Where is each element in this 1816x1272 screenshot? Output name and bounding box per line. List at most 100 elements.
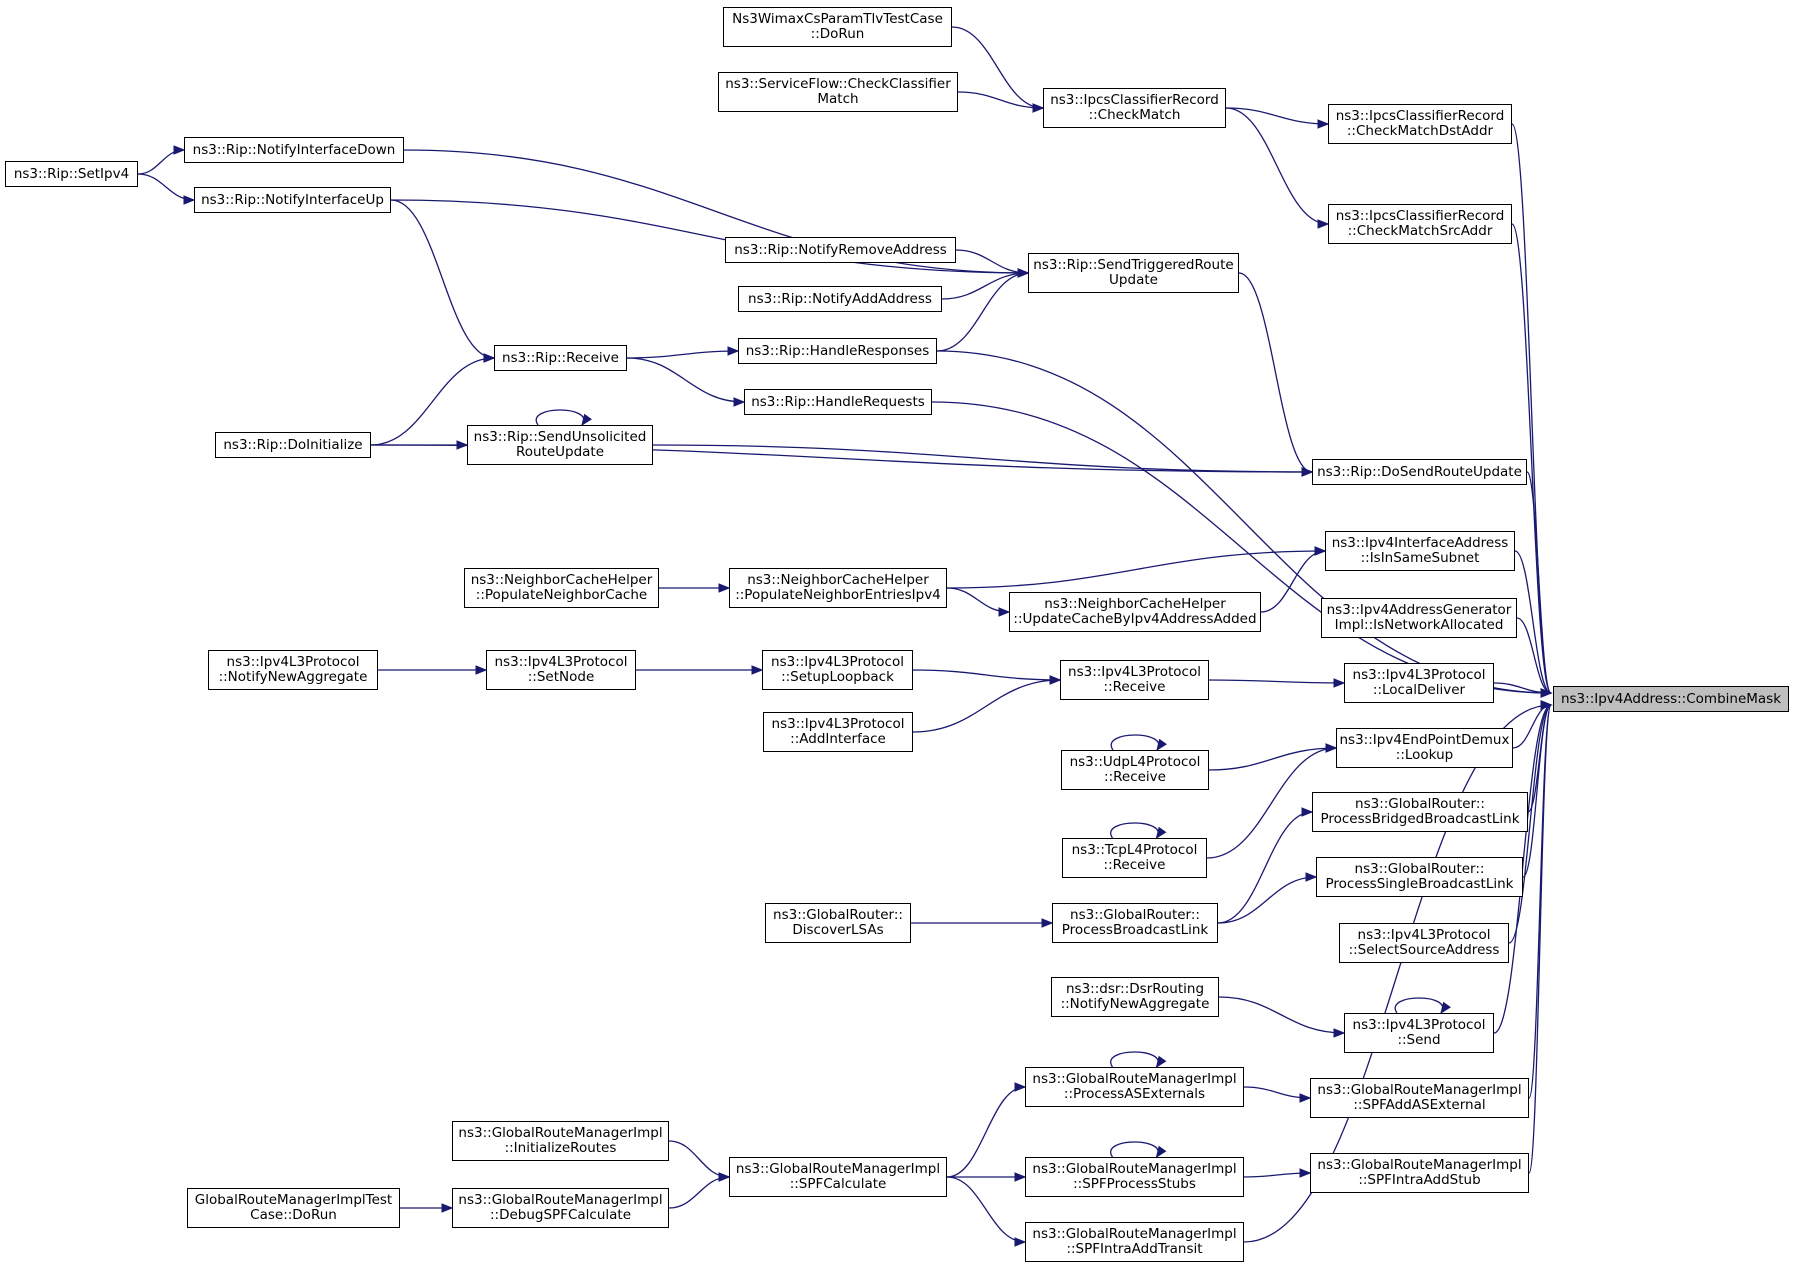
edge-dsrnotify-to-l3send xyxy=(1218,996,1345,1034)
node-doinit[interactable]: ns3::Rip::DoInitialize xyxy=(215,432,371,458)
node-grmdebug[interactable]: ns3::GlobalRouteManagerImpl::DebugSPFCal… xyxy=(452,1188,669,1228)
node-label-line: ns3::GlobalRouteManagerImpl xyxy=(1032,1161,1237,1177)
edge-arrowhead-16 xyxy=(581,413,592,427)
node-grbridged[interactable]: ns3::GlobalRouter::ProcessBridgedBroadca… xyxy=(1312,792,1528,832)
node-ipcsdst[interactable]: ns3::IpcsClassifierRecord::CheckMatchDst… xyxy=(1328,104,1512,144)
node-label-line: ::PopulateNeighborCache xyxy=(475,587,648,603)
node-epdemux[interactable]: ns3::Ipv4EndPointDemux::Lookup xyxy=(1336,728,1513,768)
node-label-line: ns3::Rip::Receive xyxy=(502,349,619,366)
node-ipv4ifsame[interactable]: ns3::Ipv4InterfaceAddress::IsInSameSubne… xyxy=(1325,531,1515,571)
node-grdiscover[interactable]: ns3::GlobalRouter::DiscoverLSAs xyxy=(765,903,911,943)
node-label-line: ::PopulateNeighborEntriesIpv4 xyxy=(735,587,941,603)
edge-arrowhead-10 xyxy=(1017,268,1030,278)
node-label-line: ns3::dsr::DsrRouting xyxy=(1065,981,1205,997)
edge-arrowhead-28 xyxy=(1333,678,1346,688)
node-wimaxtest[interactable]: Ns3WimaxCsParamTlvTestCase::DoRun xyxy=(723,7,952,47)
edge-udprecv-to-udprecv xyxy=(1110,734,1160,751)
edge-arrowhead-12 xyxy=(483,353,496,363)
edge-arrowhead-22 xyxy=(998,607,1011,617)
node-label-line: ::CheckMatchSrcAddr xyxy=(1347,223,1493,239)
node-label-line: ::SelectSourceAddress xyxy=(1348,942,1500,958)
node-label-line: ::SPFIntraAddStub xyxy=(1358,1172,1481,1188)
node-popentries[interactable]: ns3::NeighborCacheHelper::PopulateNeighb… xyxy=(729,568,947,608)
node-label-line: ns3::GlobalRouter:: xyxy=(1355,796,1485,812)
edge-ipcscm-to-ipcsdst xyxy=(1225,107,1329,125)
node-label-line: ::NotifyNewAggregate xyxy=(218,669,368,685)
node-label-line: ::ProcessASExternals xyxy=(1063,1086,1206,1102)
edge-arrowhead-42 xyxy=(718,1172,731,1182)
node-label-line: DiscoverLSAs xyxy=(792,922,884,938)
edge-sfcheck-to-ipcscm xyxy=(957,91,1044,109)
node-label-line: ns3::Rip::SendTriggeredRoute xyxy=(1033,257,1234,273)
node-grmtransit[interactable]: ns3::GlobalRouteManagerImpl::SPFIntraAdd… xyxy=(1025,1222,1244,1262)
node-combine[interactable]: ns3::Ipv4Address::CombineMask xyxy=(1553,686,1789,712)
edge-addrgen-to-combine xyxy=(1516,617,1552,694)
node-popneigh[interactable]: ns3::NeighborCacheHelper::PopulateNeighb… xyxy=(464,568,659,608)
edge-ipcssrc-to-combine xyxy=(1511,223,1552,694)
node-grmasext[interactable]: ns3::GlobalRouteManagerImpl::ProcessASEx… xyxy=(1025,1067,1244,1107)
node-handlereq[interactable]: ns3::Rip::HandleRequests xyxy=(744,389,932,415)
node-label-line: Ns3WimaxCsParamTlvTestCase xyxy=(732,11,943,27)
node-l3receive[interactable]: ns3::Ipv4L3Protocol::Receive xyxy=(1060,660,1209,700)
node-grsingle[interactable]: ns3::GlobalRouter::ProcessSingleBroadcas… xyxy=(1316,857,1523,897)
node-l3local[interactable]: ns3::Ipv4L3Protocol::LocalDeliver xyxy=(1344,663,1494,703)
node-nifdown[interactable]: ns3::Rip::NotifyInterfaceDown xyxy=(184,137,404,163)
node-l3setnode[interactable]: ns3::Ipv4L3Protocol::SetNode xyxy=(486,650,636,690)
node-ipcssrc[interactable]: ns3::IpcsClassifierRecord::CheckMatchSrc… xyxy=(1328,204,1512,244)
node-grmstubs[interactable]: ns3::GlobalRouteManagerImpl::SPFProcessS… xyxy=(1025,1157,1244,1197)
node-handleresp[interactable]: ns3::Rip::HandleResponses xyxy=(738,338,937,364)
node-label-line: ns3::GlobalRouteManagerImpl xyxy=(458,1125,663,1141)
node-label-line: ns3::GlobalRouter:: xyxy=(773,907,903,923)
node-grbroadcast[interactable]: ns3::GlobalRouter::ProcessBroadcastLink xyxy=(1052,903,1218,943)
node-nifup[interactable]: ns3::Rip::NotifyInterfaceUp xyxy=(194,187,391,213)
node-label-line: ::NotifyNewAggregate xyxy=(1060,996,1210,1012)
node-ripreceive[interactable]: ns3::Rip::Receive xyxy=(494,345,627,371)
edge-arrowhead-44 xyxy=(1014,1172,1027,1182)
node-grmspfadd[interactable]: ns3::GlobalRouteManagerImpl::SPFAddASExt… xyxy=(1310,1078,1529,1118)
edge-arrowhead-32 xyxy=(1325,743,1338,753)
edge-grbroadcast-to-grbridged xyxy=(1217,811,1313,924)
edge-updcache-to-ipv4ifsame xyxy=(1260,550,1326,613)
edge-arrowhead-3 xyxy=(1032,103,1045,113)
edge-grbroadcast-to-grsingle xyxy=(1217,876,1317,924)
node-label-line: ::CheckMatch xyxy=(1088,107,1181,123)
edge-popentries-to-ipv4ifsame xyxy=(946,550,1326,589)
node-nremove[interactable]: ns3::Rip::NotifyRemoveAddress xyxy=(725,237,956,263)
node-grminit[interactable]: ns3::GlobalRouteManagerImpl::InitializeR… xyxy=(452,1121,669,1161)
edge-ipcscm-to-ipcssrc xyxy=(1225,107,1329,225)
node-label-line: ns3::Rip::NotifyInterfaceUp xyxy=(201,191,384,208)
node-updcache[interactable]: ns3::NeighborCacheHelper::UpdateCacheByI… xyxy=(1009,592,1261,632)
node-l3notify[interactable]: ns3::Ipv4L3Protocol::NotifyNewAggregate xyxy=(208,650,378,690)
node-ipcscm[interactable]: ns3::IpcsClassifierRecord::CheckMatch xyxy=(1043,88,1226,128)
node-grmspfcalc[interactable]: ns3::GlobalRouteManagerImpl::SPFCalculat… xyxy=(729,1157,947,1197)
node-label-line: ns3::Ipv4L3Protocol xyxy=(771,716,905,732)
node-setipv4[interactable]: ns3::Rip::SetIpv4 xyxy=(5,161,138,187)
edge-nifdown-to-sendtrig xyxy=(403,149,1029,274)
node-l3send[interactable]: ns3::Ipv4L3Protocol::Send xyxy=(1344,1013,1494,1053)
node-dosend[interactable]: ns3::Rip::DoSendRouteUpdate xyxy=(1312,459,1527,485)
node-label-line: ns3::IpcsClassifierRecord xyxy=(1335,208,1505,224)
node-label-line: ns3::Ipv4AddressGenerator xyxy=(1326,602,1512,618)
edge-ripreceive-to-handlereq xyxy=(626,357,745,403)
edge-arrowhead-39 xyxy=(1299,1093,1312,1103)
node-label-line: ns3::Rip::HandleRequests xyxy=(751,393,925,410)
edge-ripreceive-to-handleresp xyxy=(626,350,739,359)
node-l3select[interactable]: ns3::Ipv4L3Protocol::SelectSourceAddress xyxy=(1339,923,1509,963)
node-l3addif[interactable]: ns3::Ipv4L3Protocol::AddInterface xyxy=(763,712,913,752)
edge-setipv4-to-nifdown xyxy=(137,149,185,175)
node-grmintrastub[interactable]: ns3::GlobalRouteManagerImpl::SPFIntraAdd… xyxy=(1310,1153,1529,1193)
node-l3loop[interactable]: ns3::Ipv4L3Protocol::SetupLoopback xyxy=(762,650,913,690)
node-dsrnotify[interactable]: ns3::dsr::DsrRouting::NotifyNewAggregate xyxy=(1051,977,1219,1017)
node-label-line: ns3::Ipv4L3Protocol xyxy=(1352,667,1486,683)
node-udprecv[interactable]: ns3::UdpL4Protocol::Receive xyxy=(1061,750,1209,790)
edge-arrowhead-38 xyxy=(1155,1055,1167,1069)
node-nadd[interactable]: ns3::Rip::NotifyAddAddress xyxy=(738,286,942,312)
node-tcprecv[interactable]: ns3::TcpL4Protocol::Receive xyxy=(1062,838,1207,878)
edge-udprecv-to-epdemux xyxy=(1208,747,1337,771)
